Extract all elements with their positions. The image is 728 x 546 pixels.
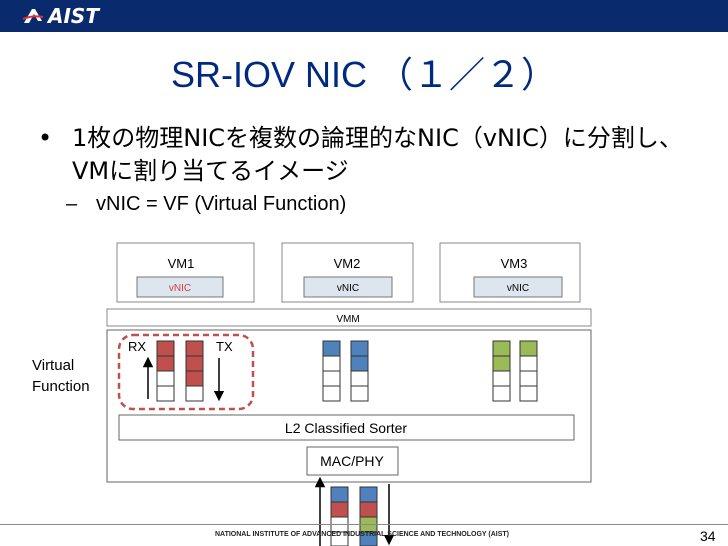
aist-logo: AIST [22,4,99,28]
tx-label: TX [216,339,233,354]
footer-divider [0,524,728,525]
vmm-bar [106,308,592,327]
footer-org: NATIONAL INSTITUTE OF ADVANCED INDUSTRIA… [215,531,510,538]
page-number: 34 [700,528,716,544]
bullet-text: 1枚の物理NICを複数の論理的なNIC（vNIC）に分割し、VMに割り当てるイメ… [72,124,683,185]
logo-text: AIST [48,4,99,28]
vf-highlight [117,333,255,411]
vf3-queues [492,340,538,402]
aist-swoosh-icon [22,9,44,23]
vf-label: Virtual Function [32,357,90,395]
mac-phy-label: MAC/PHY [320,453,384,469]
vm-label: VM2 [334,256,361,271]
bullet-marker: • [38,124,53,152]
vf1-queues: RX TX [117,333,255,411]
vm-label: VM3 [501,256,528,271]
slide-title: SR-IOV NIC （１／２） [170,54,558,95]
vm-box: VM1 vNIC [116,242,255,303]
header-bar: AIST [0,0,728,32]
l2-sorter-label: L2 Classified Sorter [285,420,408,436]
bullet-marker: – [66,193,78,215]
l2-sorter-box [118,414,575,441]
vnic-label: vNIC [507,283,529,294]
vmm-label: VMM [336,314,359,325]
rx-label: RX [128,339,146,354]
vm-box: VM2 vNIC [281,242,414,303]
vnic-label: vNIC [337,283,359,294]
vf2-queues [322,340,369,402]
vnic-label: vNIC [169,283,191,294]
mac-phy-box [306,446,399,476]
vm-label: VM1 [168,256,195,271]
vm-box: VM3 vNIC [439,242,581,303]
bullet-text: vNIC = VF (Virtual Function) [96,193,347,215]
